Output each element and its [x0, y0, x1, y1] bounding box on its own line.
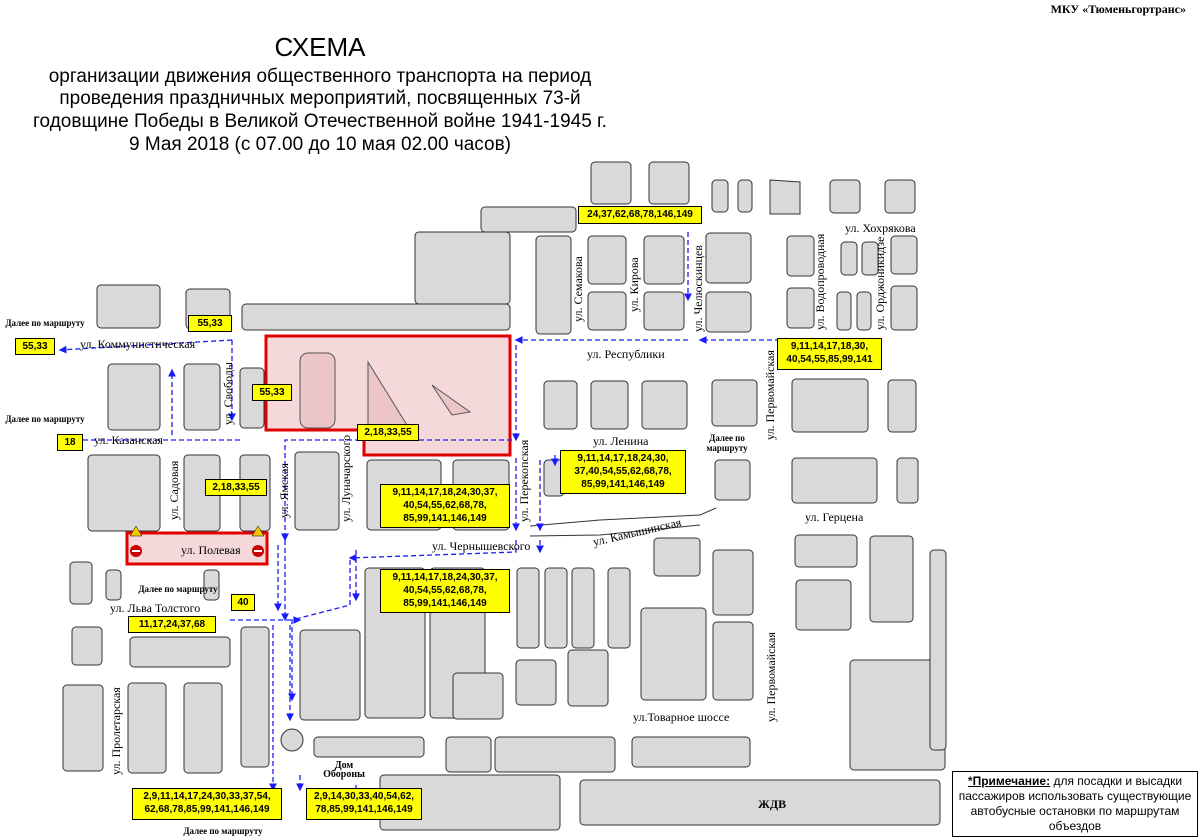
- street-vodoprovodnaya: ул. Водопроводная: [813, 233, 827, 330]
- street-chernyshevskogo: ул. Чернышевского: [432, 539, 530, 553]
- note-further-3: Далее по маршруту: [706, 433, 748, 453]
- route-label-55-33-c: 55,33: [252, 384, 292, 401]
- route-label-2-18-33-55-b: 2,18,33,55: [205, 479, 267, 496]
- street-kirova: ул. Кирова: [627, 257, 641, 312]
- street-sadovaya: ул. Садовая: [167, 460, 181, 520]
- street-lva-tolstogo: ул. Льва Толстого: [110, 601, 200, 615]
- street-chelyuskintsev: ул. Челюскинцев: [691, 245, 705, 332]
- route-label-center-1: 9,11,14,17,18,24,30,37, 40,54,55,62,68,7…: [380, 484, 510, 528]
- route-label-top: 24,37,62,68,78,146,149: [578, 206, 702, 224]
- street-ordzhonikidze: ул. Орджоникидзе: [873, 237, 887, 330]
- street-lunacharskogo: ул. Луначарского: [339, 435, 353, 522]
- title-line-3: годовщине Победы в Великой Отечественной…: [33, 111, 607, 132]
- route-label-center-2: 9,11,14,17,18,24,30,37, 40,54,55,62,68,7…: [380, 569, 510, 613]
- street-tovarnoe: ул.Товарное шоссе: [633, 710, 729, 724]
- route-label-tolstogo: 11,17,24,37,68: [128, 616, 216, 633]
- label-zhdv: ЖДВ: [758, 797, 786, 811]
- remark-text: для посадки и высадки пассажиров использ…: [958, 774, 1192, 833]
- street-polevaya: ул. Полевая: [181, 543, 241, 557]
- note-further-5: Далее по маршруту: [183, 826, 263, 836]
- title-line-1: организации движения общественного транс…: [48, 66, 592, 87]
- label-dom-oborony: Дом Обороны: [315, 760, 373, 782]
- route-label-2-18-33-55-a: 2,18,33,55: [357, 424, 419, 441]
- buildings: [62, 161, 947, 831]
- street-perekopskaya: ул. Перекопская: [517, 439, 531, 522]
- title-line-4: 9 Мая 2018 (с 07.00 до 10 мая 02.00 часо…: [128, 134, 512, 155]
- note-further-1: Далее по маршруту: [5, 318, 85, 328]
- route-label-40: 40: [231, 594, 255, 611]
- route-label-55-33-a: 55,33: [188, 315, 232, 332]
- route-label-55-33-b: 55,33: [15, 338, 55, 355]
- street-proletarskaya: ул. Пролетарская: [109, 687, 123, 775]
- street-kommunisticheskaya: ул. Коммунистическая: [80, 337, 196, 351]
- street-pervomayskaya: ул. Первомайская: [763, 350, 777, 440]
- street-respubliki: ул. Республики: [587, 347, 665, 361]
- warning-signs: [129, 525, 265, 557]
- remark-box: *Примечание: для посадки и высадки пасса…: [952, 771, 1198, 837]
- street-lenina: ул. Ленина: [593, 434, 649, 448]
- route-label-bottom-left: 2,9,11,14,17,24,30,33,37,54, 62,68,78,85…: [132, 788, 282, 820]
- route-label-lenina: 9,11,14,17,18,24,30, 37,40,54,55,62,68,7…: [560, 450, 686, 494]
- title-line-2: проведения праздничных мероприятий, посв…: [59, 88, 581, 109]
- route-arrows: [58, 232, 780, 792]
- street-svobody: ул. Свободы: [221, 362, 235, 425]
- route-label-18: 18: [57, 434, 83, 451]
- note-further-2: Далее по маршруту: [5, 414, 85, 424]
- remark-label: *Примечание:: [967, 774, 1051, 788]
- closed-zone-polevaya: [125, 531, 269, 566]
- street-semakova: ул. Семакова: [571, 255, 585, 322]
- street-yamskaya: ул. Ямская: [277, 463, 291, 518]
- closed-zone-square: [264, 334, 512, 457]
- street-gertsena: ул. Герцена: [805, 510, 864, 524]
- street-pervomayskaya-2: ул. Первомайская: [764, 632, 778, 722]
- note-further-4: Далее по маршруту: [138, 584, 218, 594]
- route-label-bottom-mid: 2,9,14,30,33,40,54,62, 78,85,99,141,146,…: [306, 788, 422, 820]
- route-label-respubliki: 9,11,14,17,18,30, 40,54,55,85,99,141: [777, 338, 882, 370]
- organization-name: МКУ «Тюменьгортранс»: [1050, 2, 1186, 16]
- page-title: СХЕМА: [274, 32, 366, 62]
- street-kazanskaya: ул. Казанская: [94, 433, 163, 447]
- street-khokhryakova: ул. Хохрякова: [845, 221, 916, 235]
